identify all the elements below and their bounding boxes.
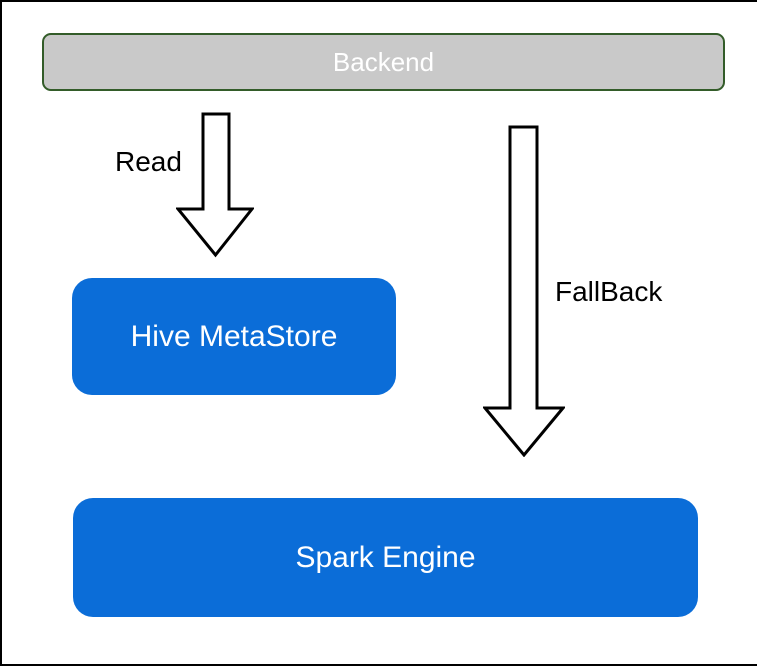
node-spark-engine-label: Spark Engine	[295, 540, 476, 574]
node-backend: Backend	[42, 33, 725, 91]
node-backend-label: Backend	[332, 46, 435, 77]
node-hive-metastore: Hive MetaStore	[72, 278, 396, 395]
node-spark-engine: Spark Engine	[73, 498, 698, 617]
node-hive-metastore-label: Hive MetaStore	[130, 319, 338, 353]
read-arrow-shape	[176, 112, 254, 258]
fallback-arrow-shape	[483, 125, 565, 457]
edge-label-fallback: FallBack	[555, 276, 663, 307]
read-arrow-down-icon	[176, 112, 254, 258]
fallback-arrow-down-icon	[483, 125, 565, 457]
edge-label-read: Read	[115, 146, 182, 177]
